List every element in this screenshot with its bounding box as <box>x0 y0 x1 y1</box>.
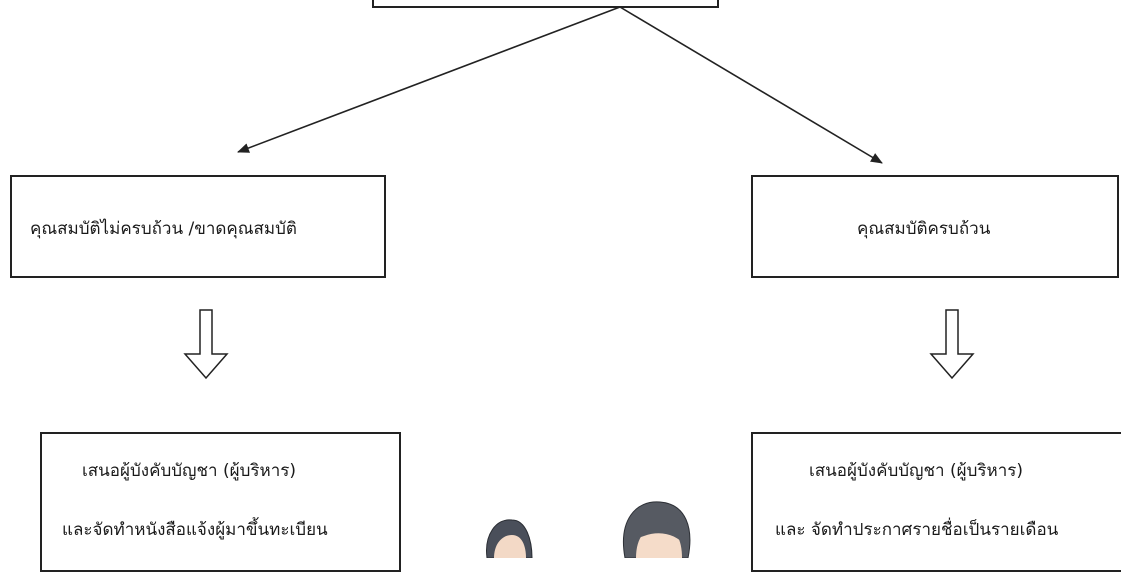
right-down-arrow <box>929 309 975 380</box>
left-condition-box: คุณสมบัติไม่ครบถ้วน /ขาดคุณสมบัติ <box>10 175 386 278</box>
right-action-line1: เสนอผู้บังคับบัญชา (ผู้บริหาร) <box>809 461 1024 481</box>
right-condition-box: คุณสมบัติครบถ้วน <box>751 175 1119 278</box>
arrow-to-left-condition <box>237 6 621 153</box>
arrow-to-right-condition <box>619 6 883 164</box>
flow-connectors <box>183 0 975 558</box>
right-condition-label: คุณสมบัติครบถ้วน <box>857 219 991 239</box>
right-action-box: เสนอผู้บังคับบัญชา (ผู้บริหาร) และ จัดทำ… <box>751 432 1121 572</box>
left-action-line1: เสนอผู้บังคับบัญชา (ผู้บริหาร) <box>82 461 297 481</box>
left-action-line2: และจัดทำหนังสือแจ้งผู้มาขึ้นทะเบียน <box>62 520 328 540</box>
top-box <box>372 0 719 8</box>
left-down-arrow <box>183 309 229 380</box>
right-action-line2: และ จัดทำประกาศรายชื่อเป็นรายเดือน <box>775 520 1059 540</box>
left-condition-label: คุณสมบัติไม่ครบถ้วน /ขาดคุณสมบัติ <box>30 219 297 239</box>
left-action-box: เสนอผู้บังคับบัญชา (ผู้บริหาร) และจัดทำห… <box>40 432 401 572</box>
people-illustration <box>486 501 691 558</box>
